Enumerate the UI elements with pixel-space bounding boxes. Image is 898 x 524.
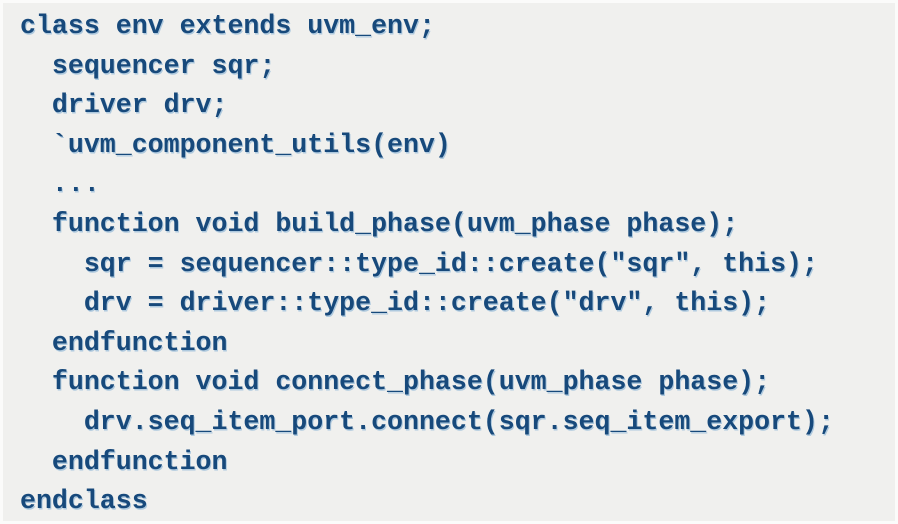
code-line: endfunction — [20, 446, 228, 477]
code-line: `uvm_component_utils(env) — [20, 129, 451, 160]
code-line: driver drv; — [20, 90, 228, 121]
code-line: class env extends uvm_env; — [20, 11, 435, 41]
code-line: ... — [20, 169, 100, 200]
code-line: sequencer sqr; — [20, 50, 276, 81]
code-line: function void connect_phase(uvm_phase ph… — [20, 367, 771, 398]
code-line: function void build_phase(uvm_phase phas… — [20, 208, 739, 239]
code-line: endclass — [20, 486, 148, 517]
code-line: drv = driver::type_id::create("drv", thi… — [20, 288, 771, 319]
code-line: drv.seq_item_port.connect(sqr.seq_item_e… — [20, 406, 834, 437]
code-block: class env extends uvm_env; sequencer sqr… — [3, 3, 895, 522]
code-line: sqr = sequencer::type_id::create("sqr", … — [20, 248, 818, 279]
code-line: endfunction — [20, 327, 228, 358]
